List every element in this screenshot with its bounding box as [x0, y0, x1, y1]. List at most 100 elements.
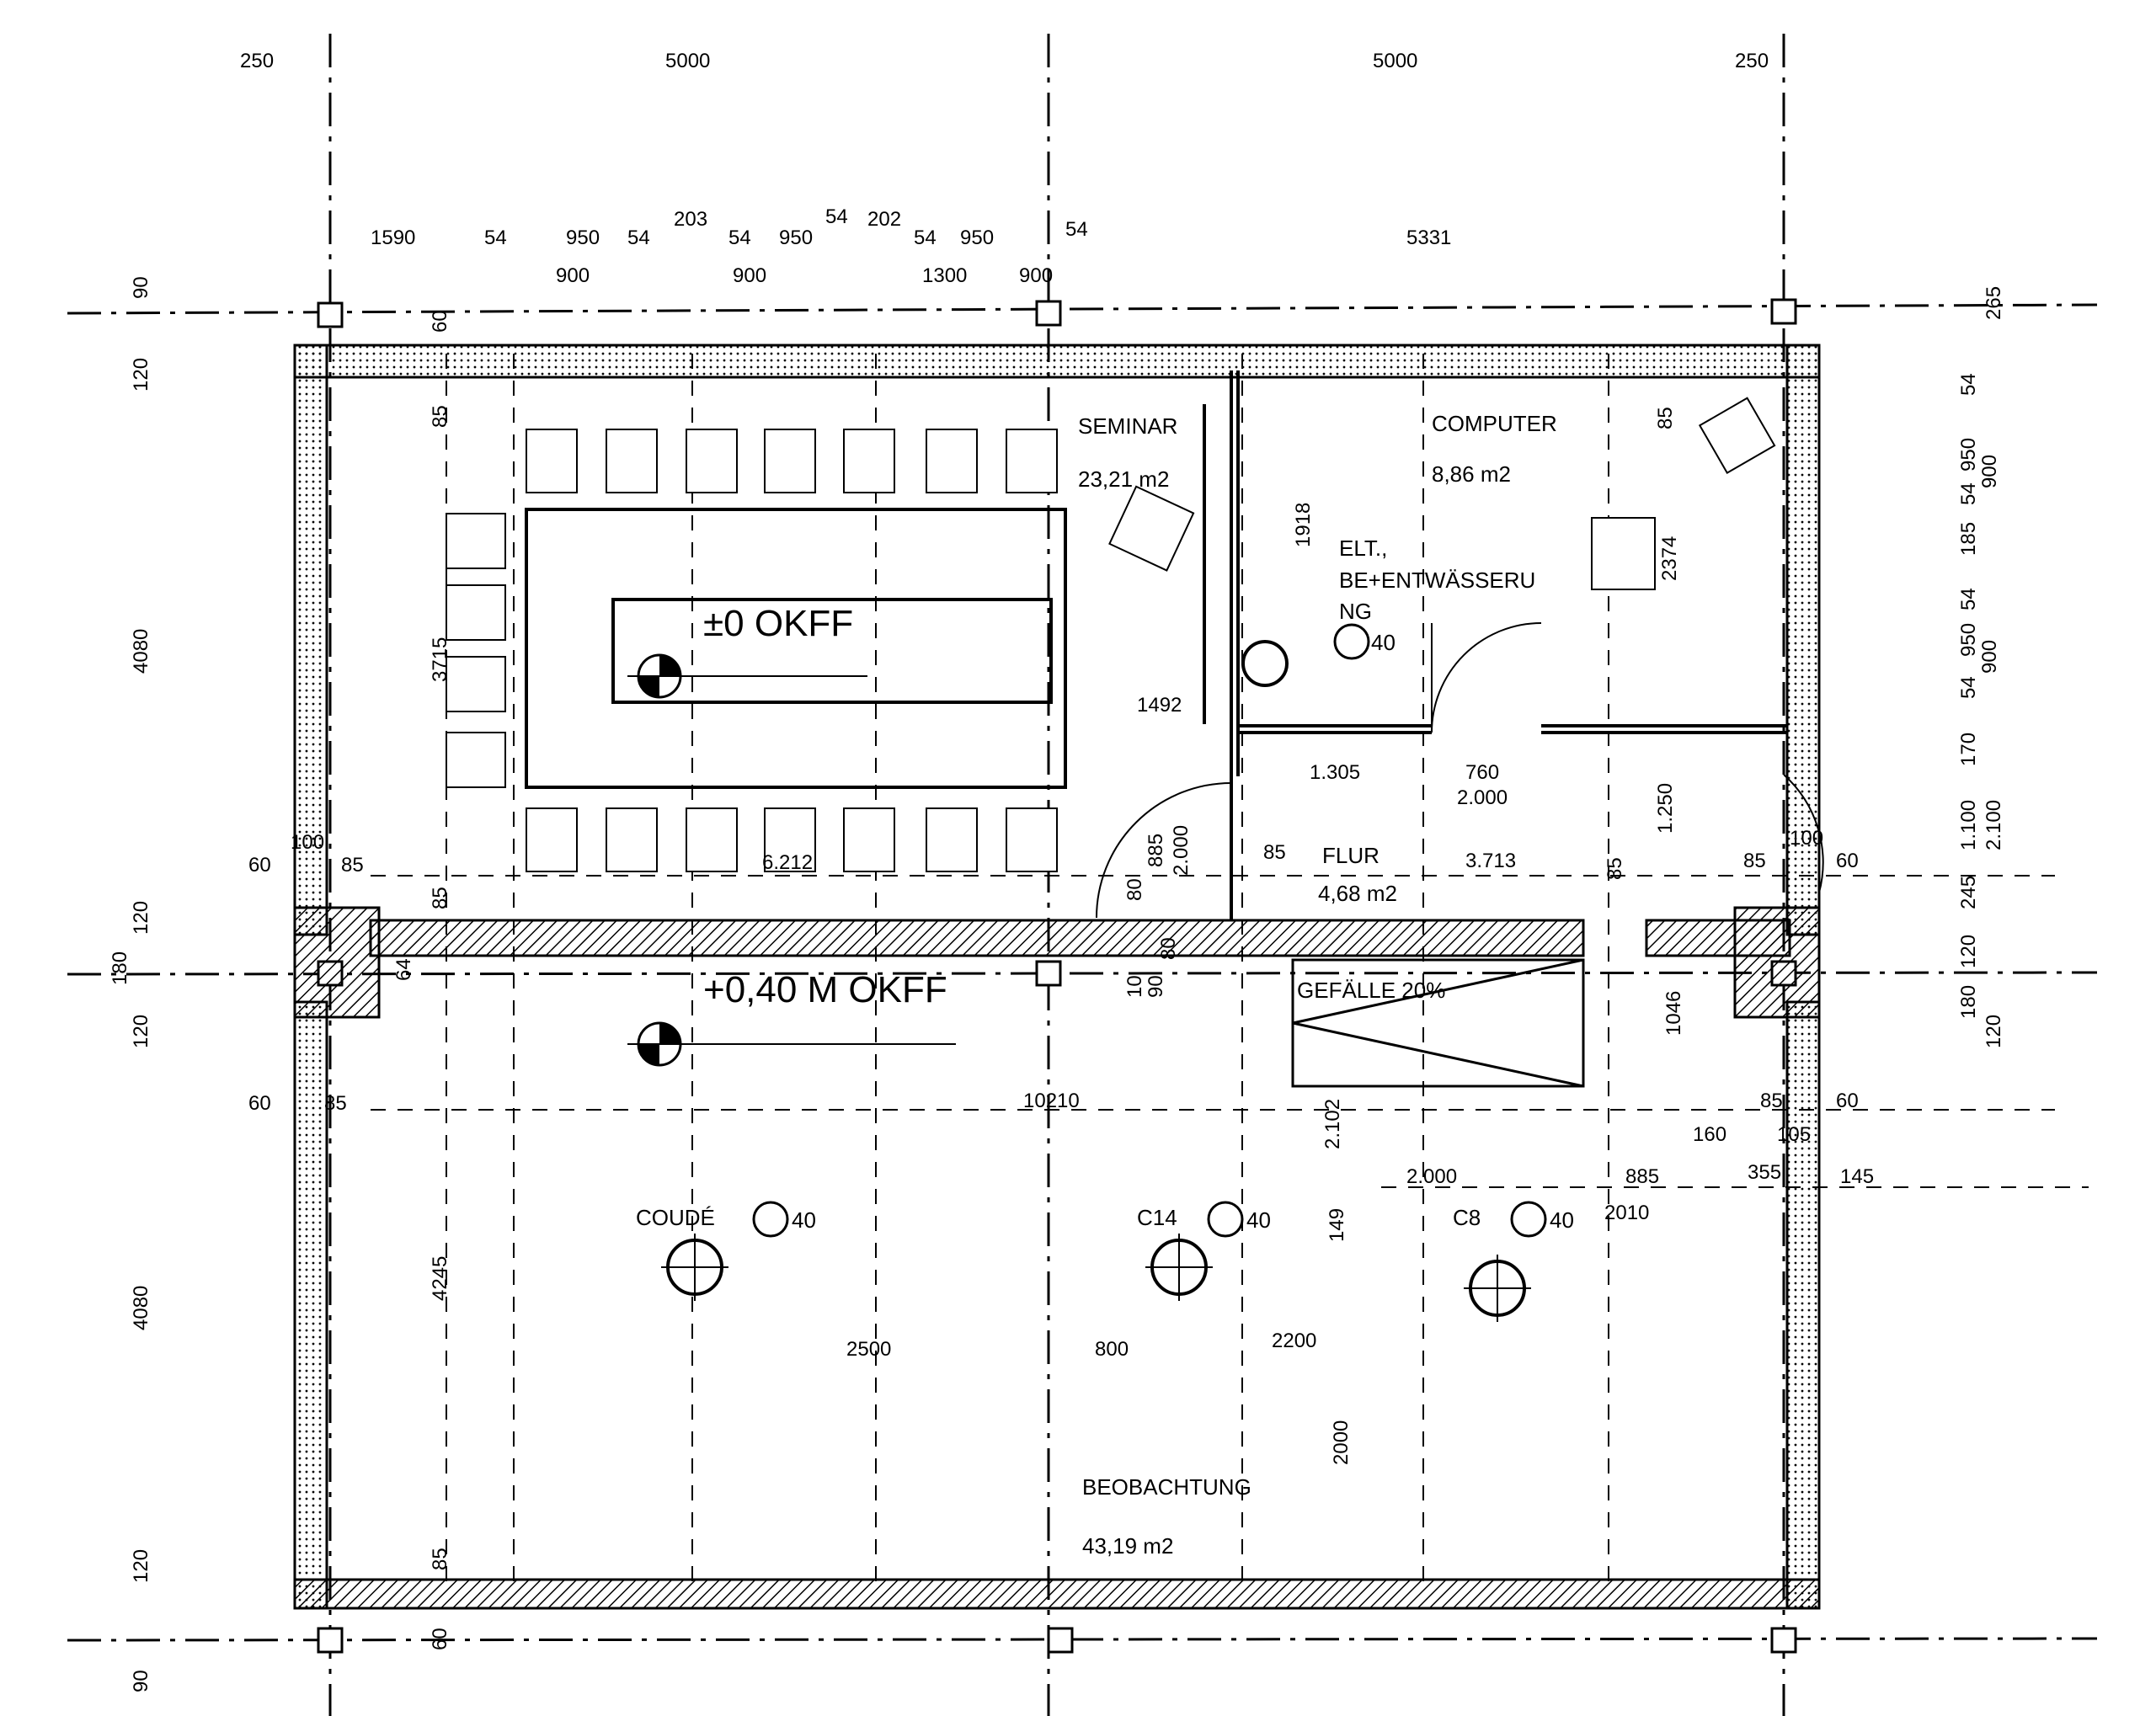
- size-circles: [752, 623, 1547, 1238]
- interior-grid: [371, 354, 2089, 1591]
- dim-iv-1918: 1918: [1292, 503, 1315, 547]
- level-lower: +0,40 M OKFF: [703, 969, 947, 1010]
- dim-in-3713: 3.713: [1465, 850, 1516, 872]
- dim-right-2: 950: [1957, 438, 1980, 472]
- dim-in-60-l2: 60: [248, 1092, 271, 1115]
- dim-iv-85-flur: 85: [1604, 857, 1626, 880]
- dim-iv-3715: 3715: [429, 637, 451, 682]
- dim-in-85-r2: 85: [1760, 1090, 1783, 1112]
- dim-iv-1250: 1.250: [1654, 783, 1677, 834]
- dim-iv-885: 885: [1145, 834, 1167, 867]
- dim-left-0: 90: [130, 276, 152, 299]
- dim-in-2000a: 2.000: [1457, 786, 1508, 809]
- dim-iv-149: 149: [1326, 1208, 1348, 1242]
- dim-iv-64: 64: [392, 958, 415, 981]
- dim-right-1: 54: [1957, 373, 1980, 396]
- dim-td-11: 54: [1065, 218, 1088, 241]
- dim-td-0: 1590: [371, 226, 415, 249]
- dim-in-60-r1: 60: [1836, 850, 1859, 872]
- room-computer-name: COMPUTER: [1432, 411, 1557, 436]
- dim-iv-85-comp1: 85: [1654, 407, 1677, 429]
- dim-in-2010: 2010: [1604, 1202, 1649, 1224]
- dim-td-5: 54: [728, 226, 751, 249]
- dim-left-3: 120: [130, 901, 152, 935]
- dim-iv-4245: 4245: [429, 1256, 451, 1301]
- dim-top-5000-right: 5000: [1373, 50, 1417, 72]
- seminar-table: [525, 508, 1067, 789]
- dim-iv-80b: 80: [1157, 937, 1180, 960]
- dim-in-85-flur: 85: [1263, 841, 1286, 864]
- telescope-c8-name: C8: [1453, 1205, 1481, 1230]
- room-seminar-area: 23,21 m2: [1078, 466, 1169, 492]
- dim-iv-10: 10: [1123, 975, 1146, 998]
- dim-iv-2000c: 2000: [1330, 1420, 1353, 1465]
- dim-in-10210: 10210: [1023, 1090, 1080, 1112]
- dim-right-8: 900: [1978, 640, 2001, 674]
- seminar-chairs: [446, 397, 1776, 872]
- dim-in-355: 355: [1748, 1161, 1781, 1184]
- dim-iv-60-top: 60: [429, 310, 451, 333]
- dim-in-2000b: 2.000: [1406, 1165, 1457, 1188]
- dim-in-160: 160: [1693, 1123, 1726, 1146]
- dim-iv-1046: 1046: [1662, 991, 1685, 1036]
- dim-in-85-l1: 85: [341, 854, 364, 877]
- room-seminar-name: SEMINAR: [1078, 413, 1177, 439]
- dim-iv-85-beob: 85: [429, 1548, 451, 1570]
- room-elt-line2: BE+ENTWÄSSERU: [1339, 568, 1535, 593]
- dim-right-5: 185: [1957, 522, 1980, 556]
- room-elt-line1: ELT.,: [1339, 536, 1387, 561]
- dim-left-1: 120: [130, 358, 152, 392]
- column-markers: [317, 298, 1797, 1654]
- dim-right-0: 265: [1983, 286, 2005, 320]
- dim-left-8: 90: [130, 1670, 152, 1692]
- dim-iv-2102: 2.102: [1321, 1099, 1344, 1149]
- room-elt-line3: NG: [1339, 599, 1372, 624]
- dim-in-885b: 885: [1625, 1165, 1659, 1188]
- dim-in-145: 145: [1840, 1165, 1874, 1188]
- dim-right-9: 54: [1957, 676, 1980, 699]
- dim-in-100-r: 100: [1790, 827, 1823, 850]
- telescope-piers: [661, 640, 1531, 1322]
- door-swings: [1096, 622, 1824, 919]
- dim-td-7: 54: [825, 205, 848, 228]
- dim-td-2: 950: [566, 226, 600, 249]
- dim-right-4: 54: [1957, 482, 1980, 505]
- dim-left-4: 180: [109, 951, 131, 985]
- dim-right-6: 54: [1957, 588, 1980, 610]
- dim-td-8: 202: [867, 208, 901, 231]
- dim-right-12: 2.100: [1983, 800, 2005, 850]
- partitions: [1203, 370, 1787, 920]
- dim-td-6: 950: [779, 226, 813, 249]
- dim-in-1305: 1.305: [1310, 761, 1360, 784]
- room-flur-area: 4,68 m2: [1318, 881, 1397, 906]
- dim-td2-0: 900: [556, 264, 590, 287]
- dim-td2-1: 900: [733, 264, 766, 287]
- dim-left-6: 4080: [130, 1286, 152, 1330]
- telescope-c8-size: 40: [1550, 1207, 1574, 1233]
- dim-iv-85-sem2: 85: [429, 887, 451, 909]
- dim-td2-2: 1300: [922, 264, 967, 287]
- dim-in-2200: 2200: [1272, 1330, 1316, 1352]
- dim-top-250-left: 250: [240, 50, 274, 72]
- dim-top-250-right: 250: [1735, 50, 1769, 72]
- dim-td-1: 54: [484, 226, 507, 249]
- dim-in-105: 105: [1777, 1123, 1811, 1146]
- dim-in-6212: 6.212: [762, 851, 813, 874]
- dim-iv-60-bot: 60: [429, 1628, 451, 1650]
- dim-in-85-l2: 85: [324, 1092, 347, 1115]
- dim-in-60-l1: 60: [248, 854, 271, 877]
- dim-top-5000-left: 5000: [665, 50, 710, 72]
- dim-iv-80: 80: [1123, 878, 1146, 901]
- dim-td-9: 54: [914, 226, 937, 249]
- dim-td-10: 950: [960, 226, 994, 249]
- room-elt-size: 40: [1371, 630, 1396, 655]
- dim-td-12: 5331: [1406, 226, 1451, 249]
- dim-left-2: 4080: [130, 629, 152, 674]
- room-flur-name: FLUR: [1322, 843, 1380, 868]
- dim-in-100-l: 100: [291, 831, 324, 854]
- dim-right-3: 900: [1978, 455, 2001, 488]
- dim-in-760: 760: [1465, 761, 1499, 784]
- dim-td-4: 203: [674, 208, 707, 231]
- telescope-c14-name: C14: [1137, 1205, 1177, 1230]
